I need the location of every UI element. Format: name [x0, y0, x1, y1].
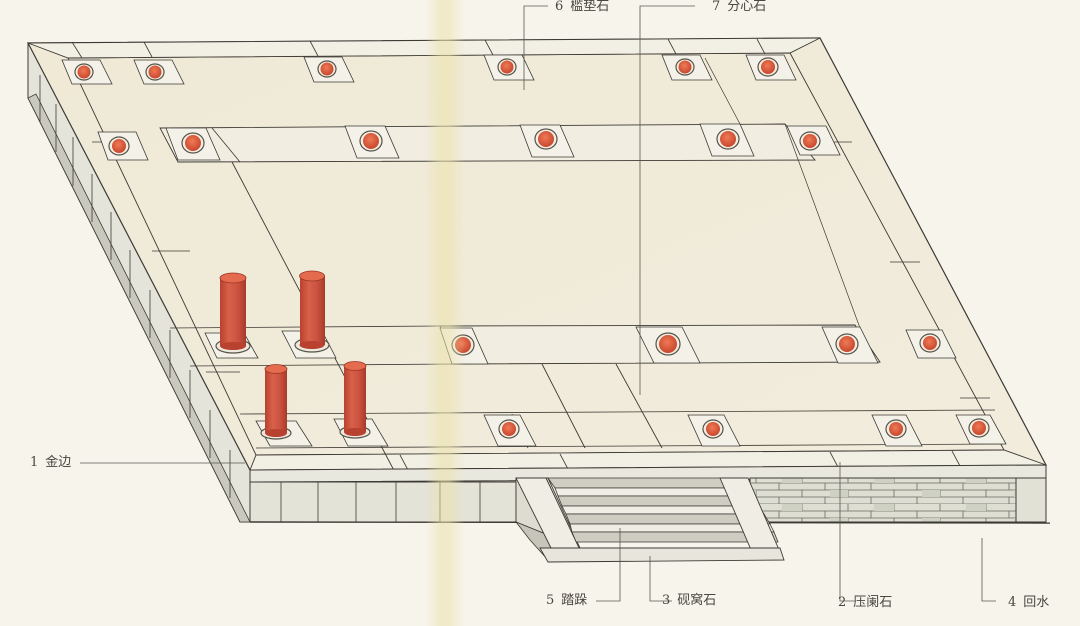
- column-base: [97, 131, 149, 161]
- column-base: [635, 326, 701, 364]
- column: [294, 270, 330, 353]
- leader-huishui: [981, 538, 996, 602]
- column-base: [955, 414, 1007, 445]
- leader-fenxinshi: [639, 5, 695, 395]
- column-base: [61, 59, 113, 85]
- leader-taduo: [596, 528, 621, 602]
- column: [215, 272, 251, 354]
- column-bases: [61, 54, 1007, 447]
- column-base: [687, 414, 741, 447]
- column-base: [344, 125, 400, 159]
- column-base: [699, 123, 755, 157]
- column: [260, 364, 292, 440]
- leader-yalanshi: [839, 462, 856, 602]
- column: [339, 361, 371, 439]
- column-base: [905, 329, 957, 359]
- platform-top: [27, 37, 1047, 521]
- leader-yanwoshi: [649, 556, 672, 602]
- column-base: [483, 414, 537, 447]
- column-base: [821, 326, 879, 364]
- column-base: [519, 124, 575, 158]
- column-base: [661, 54, 713, 81]
- column-base: [786, 125, 841, 156]
- column-base: [871, 414, 923, 447]
- column-base: [165, 127, 221, 161]
- standing-columns: [215, 270, 371, 440]
- column-base: [303, 56, 355, 83]
- column-base: [745, 54, 797, 81]
- leader-kandianshi: [523, 5, 548, 90]
- leader-lines: [80, 5, 996, 602]
- column-base: [483, 54, 535, 81]
- stairs: [514, 477, 785, 563]
- column-base: [133, 59, 185, 85]
